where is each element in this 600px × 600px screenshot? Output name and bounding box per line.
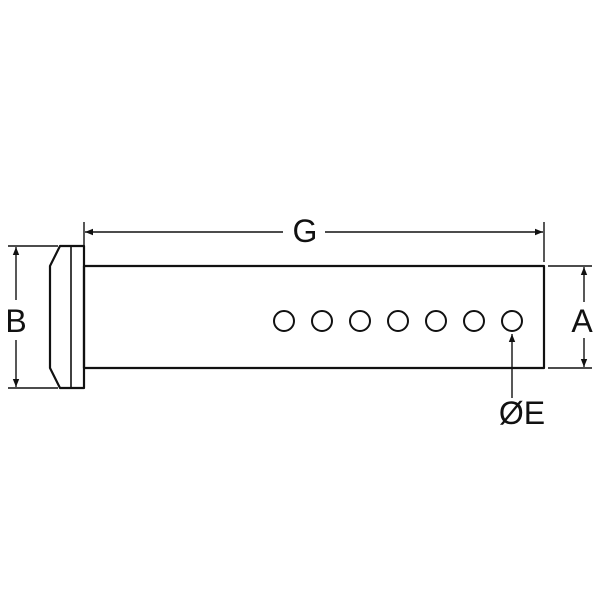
dimension-label-a: A xyxy=(571,303,593,339)
cross-hole xyxy=(273,310,295,332)
cross-hole xyxy=(349,310,371,332)
cross-hole xyxy=(311,310,333,332)
dimension-label-b: B xyxy=(5,303,26,339)
dimension-label-g: G xyxy=(293,213,318,249)
cross-hole xyxy=(463,310,485,332)
dimension-label-e: ØE xyxy=(499,395,545,431)
cross-hole xyxy=(501,310,523,332)
cross-holes xyxy=(273,310,523,332)
cross-hole xyxy=(387,310,409,332)
cross-hole xyxy=(425,310,447,332)
pin-shank xyxy=(82,264,546,370)
pin-head xyxy=(48,244,86,390)
